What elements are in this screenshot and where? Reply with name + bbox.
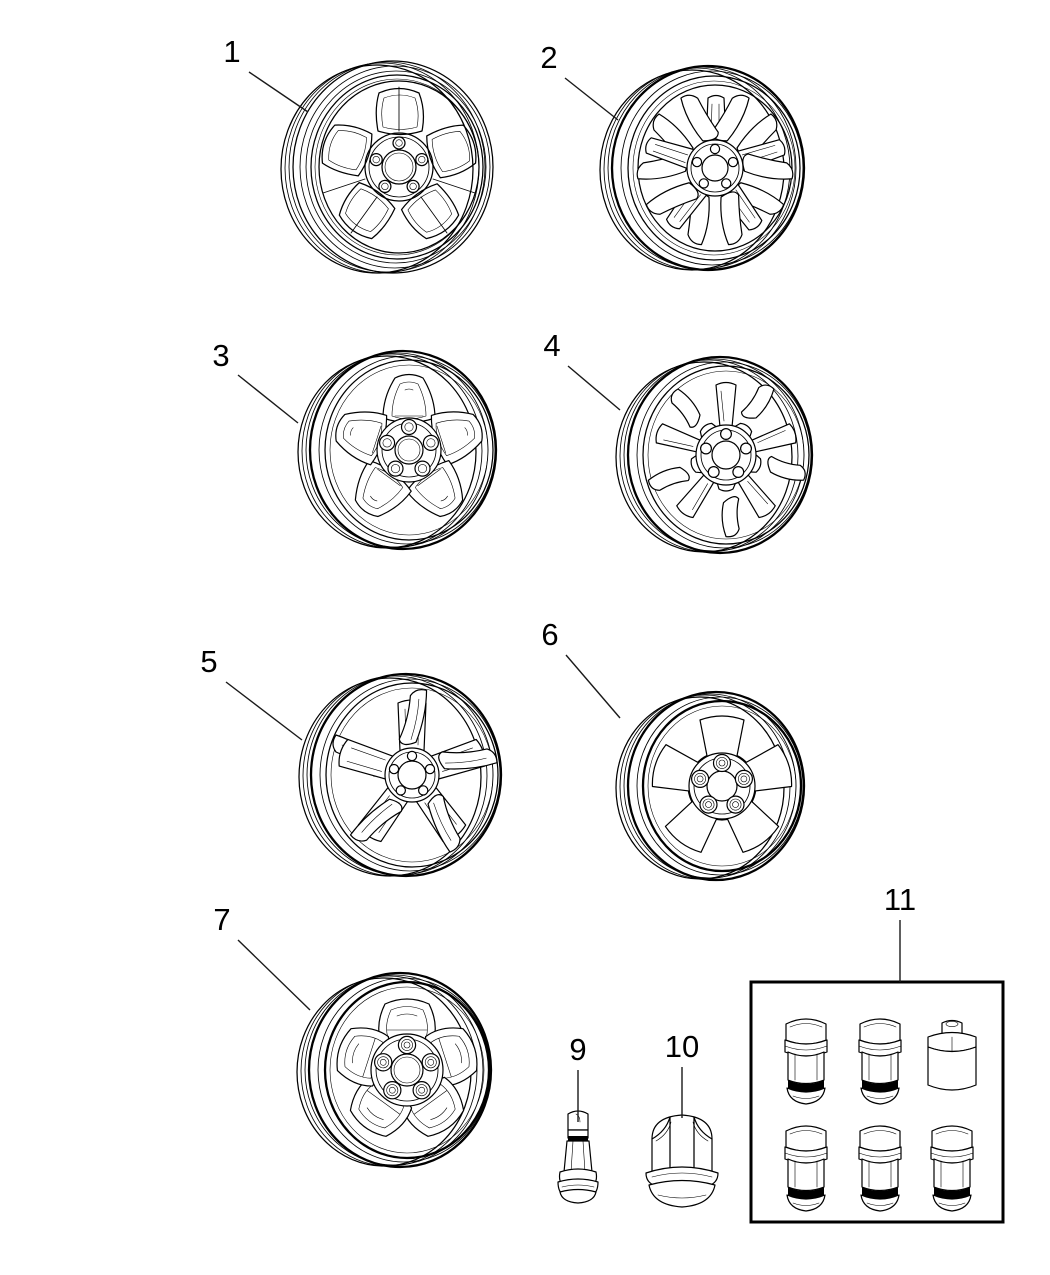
- callout-number-1: 1: [223, 34, 240, 69]
- part-item-2[interactable]: [598, 64, 809, 272]
- callout-number-11: 11: [884, 882, 916, 917]
- callout-number-3: 3: [212, 338, 229, 373]
- callout-number-7: 7: [213, 902, 230, 937]
- callout-number-10: 10: [665, 1029, 699, 1064]
- callout-number-6: 6: [541, 617, 558, 652]
- part-item-9[interactable]: [557, 1110, 599, 1204]
- part-item-6[interactable]: [614, 690, 806, 882]
- part-item-4[interactable]: [614, 355, 815, 555]
- leader-line-2: [564, 77, 619, 121]
- callout-numbers: 1 2 3 4 5 6 7 9 10 11: [200, 34, 916, 1067]
- callout-number-5: 5: [200, 644, 217, 679]
- part-item-7[interactable]: [295, 971, 493, 1169]
- part-item-5[interactable]: [297, 672, 522, 884]
- leader-line-3: [237, 374, 299, 424]
- callout-number-9: 9: [569, 1032, 586, 1067]
- leader-lines: [225, 71, 901, 1122]
- callout-number-2: 2: [540, 40, 557, 75]
- part-item-11[interactable]: [749, 980, 1005, 1224]
- part-item-3[interactable]: [296, 349, 498, 551]
- callout-number-4: 4: [543, 328, 560, 363]
- leader-line-6: [565, 654, 621, 719]
- part-item-1[interactable]: [280, 60, 494, 274]
- leader-line-5: [225, 681, 303, 741]
- leader-line-1: [248, 71, 309, 113]
- leader-line-4: [567, 365, 621, 411]
- leader-line-7: [237, 939, 311, 1011]
- part-item-10[interactable]: [645, 1114, 719, 1208]
